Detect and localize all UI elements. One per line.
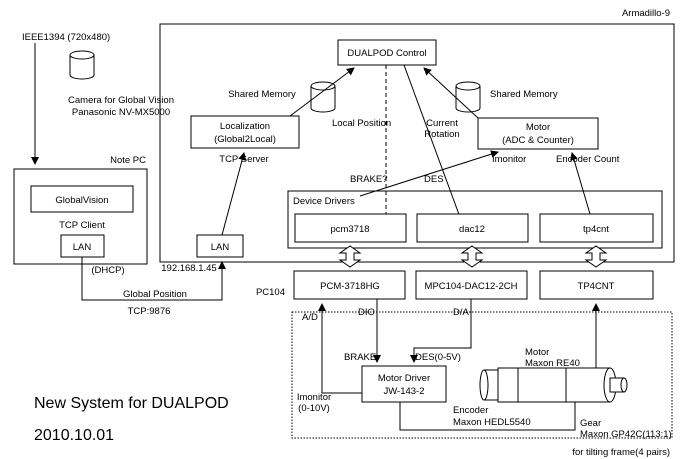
pc104-label: PC104 <box>256 287 285 298</box>
imonitor-hw-label-1: Imonitor <box>297 392 331 403</box>
mpc104-label: MPC104-DAC12-2CH <box>425 281 518 292</box>
motor-driver-box <box>361 365 447 403</box>
imonitor-sw-label: Imonitor <box>492 154 526 165</box>
motor-driver-label-1: Motor Driver <box>378 373 430 384</box>
motor-assembly-icon <box>479 367 628 403</box>
motor-adc-box <box>477 117 599 150</box>
encoder-hw-label-2: Maxon HEDL5540 <box>453 417 531 428</box>
ieee1394-label: IEEE1394 (720x480) <box>22 32 110 43</box>
motor-driver-label-2: JW-143-2 <box>383 386 424 397</box>
da-label: D/A <box>453 307 470 318</box>
localization-label-2: (Global2Local) <box>214 134 276 145</box>
armadillo-lan-label: LAN <box>211 242 230 253</box>
motor-hw-label-2: Maxon RE40 <box>525 358 580 369</box>
dualpod-control-box <box>337 39 437 66</box>
motor-adc-label-2: (ADC & Counter) <box>502 135 574 146</box>
notepc-label: Note PC <box>110 155 146 166</box>
tp4cnt-hw-box <box>539 270 654 300</box>
current-rotation-label-2: Rotation <box>424 129 459 140</box>
brake-sw-label: BRAKE? <box>350 174 388 185</box>
motor-adc-label-1: Motor <box>526 122 550 133</box>
tcp-client-label: TCP Client <box>59 220 105 231</box>
pcm3718-box <box>294 213 407 243</box>
imonitor-hw-arrow <box>318 303 362 394</box>
diagram-title: New System for DUALPOD <box>34 395 229 412</box>
armadillo-frame <box>159 23 675 263</box>
bus-arrow-pcm <box>338 245 362 268</box>
tcp-port-label: TCP:9876 <box>128 306 171 317</box>
dac12-box <box>416 213 529 243</box>
des-hw-arrow <box>410 299 472 363</box>
shared-memory-right-icon <box>455 81 481 113</box>
hardware-frame <box>291 311 673 439</box>
des-arrow <box>403 64 466 229</box>
imonitor-hw-label-2: (0-10V) <box>298 403 330 414</box>
camera-icon <box>69 50 95 80</box>
current-rotation-label-1: Current <box>426 118 458 129</box>
encoder-count-arrow <box>570 152 591 215</box>
des-sw-label: DES <box>424 174 444 185</box>
encoder-hw-label-1: Encoder <box>453 405 488 416</box>
gear-hw-label-2: Maxon GP42C(113:1) <box>580 429 672 440</box>
bus-arrow-dac <box>460 245 484 268</box>
motor-power-link <box>399 392 576 431</box>
dio-label: DIO <box>358 307 375 318</box>
imonitor-sw-arrow <box>359 150 499 197</box>
bus-arrow-tp4 <box>584 245 608 268</box>
dhcp-label: (DHCP) <box>91 265 124 276</box>
notepc-lan-label: LAN <box>73 242 92 253</box>
encoder-count-label: Encoder Count <box>556 154 620 165</box>
tcp-server-label: TCP Server <box>219 154 268 165</box>
tp4cnt-label: tp4cnt <box>583 224 609 235</box>
tp4cnt-box <box>539 213 654 243</box>
tp4cnt-hw-label: TP4CNT <box>578 281 615 292</box>
globalvision-label: GlobalVision <box>55 195 108 206</box>
globalvision-box <box>30 185 134 213</box>
motor-to-control-arrow <box>423 67 479 119</box>
localization-label-1: Localization <box>220 121 270 132</box>
device-drivers-label: Device Drivers <box>293 196 355 207</box>
armadillo-lan-box <box>196 234 244 258</box>
armadillo-label: Armadillo-9 <box>622 8 670 19</box>
global-position-label: Global Position <box>123 289 187 300</box>
notepc-frame <box>13 168 148 265</box>
motor-hw-label-1: Motor <box>525 347 549 358</box>
shared-memory-left-icon <box>310 81 336 113</box>
pcm-3718hg-box <box>293 270 406 300</box>
camera-label-2: Panasonic NV-MX5000 <box>72 107 170 118</box>
des-hw-label: DES(0-5V) <box>415 352 461 363</box>
shared-memory-right-label: Shared Memory <box>490 89 558 100</box>
pcm3718-label: pcm3718 <box>330 224 369 235</box>
localization-to-control-arrow <box>289 67 355 117</box>
brake-hw-label: BRAKE <box>344 352 376 363</box>
ad-label: A/D <box>302 312 318 323</box>
localization-box <box>190 115 300 149</box>
dac12-label: dac12 <box>459 224 485 235</box>
ip-label: 192.168.1.45 <box>161 263 216 274</box>
shared-memory-left-label: Shared Memory <box>228 89 296 100</box>
pcm-3718hg-label: PCM-3718HG <box>320 281 380 292</box>
global-position-link <box>81 257 226 301</box>
gear-hw-label-1: Gear <box>580 418 601 429</box>
local-position-label: Local Position <box>332 118 391 129</box>
diagram-date: 2010.10.01 <box>34 427 114 444</box>
mpc104-box <box>415 270 528 300</box>
dualpod-control-label: DUALPOD Control <box>347 48 426 59</box>
camera-label-1: Camera for Global Vision <box>68 95 174 106</box>
tilting-frame-label: for tilting frame(4 pairs) <box>572 447 670 458</box>
lan-to-localization-arrow <box>221 152 247 236</box>
